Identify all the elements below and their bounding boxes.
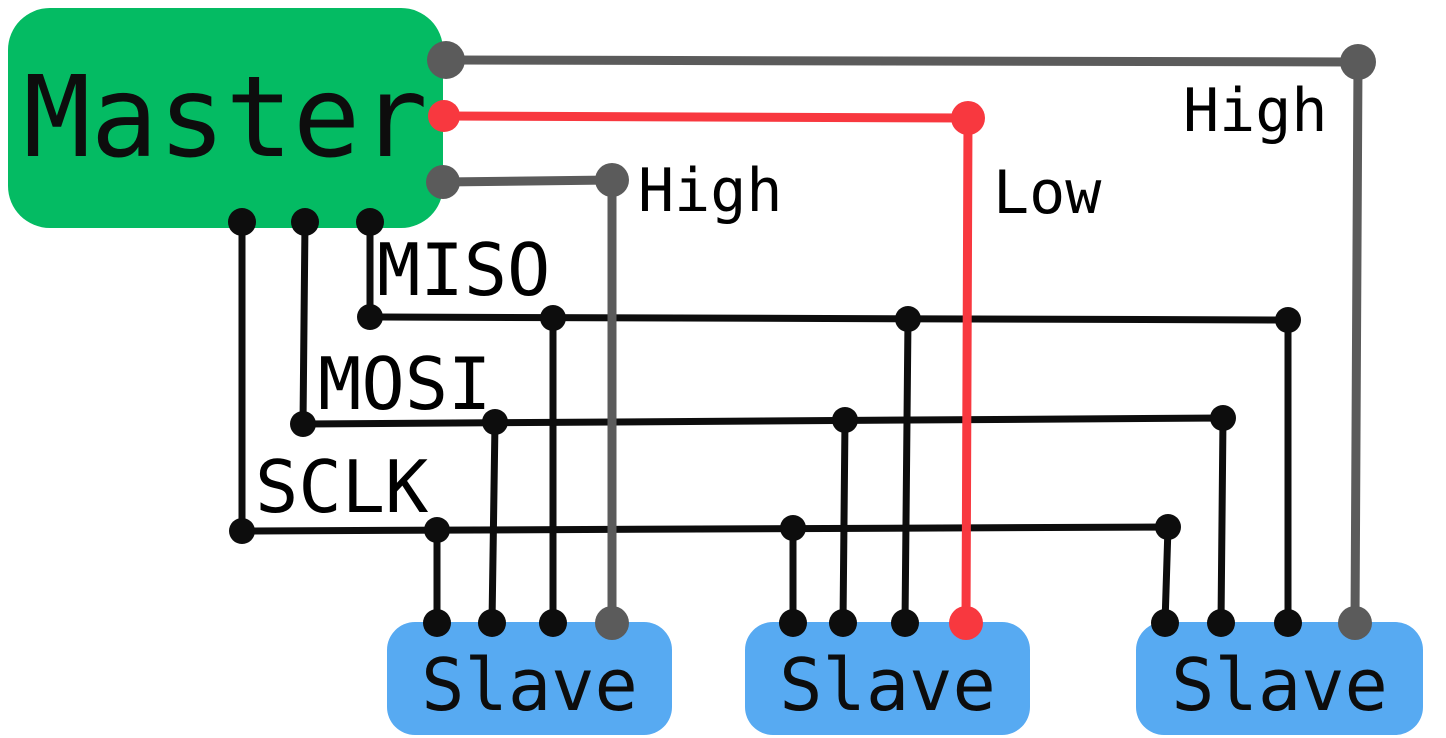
slave1-label: Slave [421,642,638,727]
ss1-corner-dot [595,163,629,197]
sclk-slave2-pin-dot [779,609,807,637]
miso-slave3-pin-dot [1274,609,1302,637]
ss2-select-wire [428,100,985,640]
mosi-slave2-pin-dot [829,609,857,637]
ss3-master-pin-dot [427,41,465,79]
slave1-select-state-label: High [638,156,783,226]
sclk-corner-dot [229,518,255,544]
mosi-wire [290,208,1236,637]
miso-label: MISO [377,228,551,312]
slave1-node: Slave [387,622,672,735]
mosi-slave1-pin-dot [478,609,506,637]
slave2-node: Slave [745,622,1030,735]
master-node: Master [8,8,443,228]
mosi-junction-dot [1210,405,1236,431]
ss1-slave1-pin-dot [595,606,629,640]
sclk-master-pin-dot [228,208,256,236]
slave2-select-state-label: Low [993,158,1102,228]
mosi-junction-dot [482,409,508,435]
miso-wire [356,208,1302,637]
ss1-master-pin-dot [426,165,460,199]
ss2-slave2-pin-dot [949,606,983,640]
mosi-slave3-pin-dot [1207,609,1235,637]
sclk-junction-dot [1155,514,1181,540]
mosi-corner-dot [290,411,316,437]
sclk-label: SCLK [255,445,429,529]
miso-slave1-pin-dot [539,609,567,637]
ss3-corner-dot [1340,44,1376,80]
mosi-junction-dot [832,407,858,433]
master-label: Master [23,53,428,183]
sclk-wire [228,208,1181,637]
miso-master-pin-dot [356,208,384,236]
miso-slave2-pin-dot [891,609,919,637]
miso-junction-dot [1275,307,1301,333]
ss3-select-wire [427,41,1376,640]
miso-junction-dot [540,305,566,331]
ss1-select-wire [426,163,629,640]
sclk-junction-dot [424,517,450,543]
ss2-corner-dot [951,101,985,135]
slave3-label: Slave [1171,642,1388,727]
sclk-junction-dot [780,515,806,541]
sclk-slave3-pin-dot [1151,609,1179,637]
miso-junction-dot [895,306,921,332]
mosi-label: MOSI [318,342,492,426]
slave2-label: Slave [779,642,996,727]
miso-corner-dot [357,304,383,330]
mosi-master-pin-dot [291,208,319,236]
ss3-slave3-pin-dot [1338,606,1372,640]
sclk-slave1-pin-dot [423,609,451,637]
slave3-node: Slave [1136,622,1423,735]
ss2-master-pin-dot [428,100,460,132]
slave3-select-state-label: High [1183,76,1328,146]
